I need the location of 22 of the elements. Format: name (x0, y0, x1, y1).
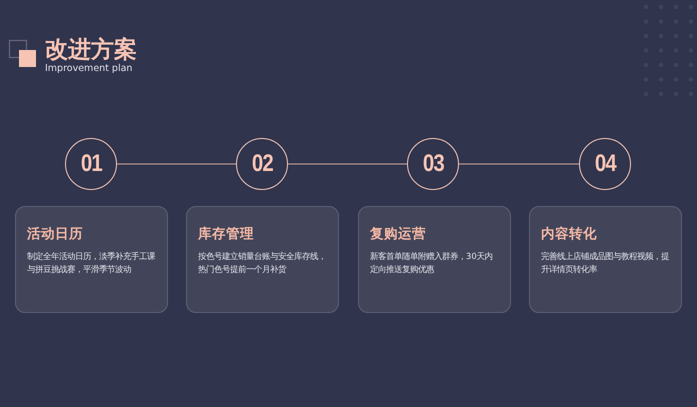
card-heading: 活动日历 (27, 225, 83, 243)
step-number: 02 (252, 150, 272, 178)
step-number: 01 (80, 150, 102, 178)
card-text: 新客首单随单附赠入群券，30天内定向推送复购优惠 (370, 250, 494, 276)
step-circle (236, 138, 288, 190)
step-card (15, 206, 168, 313)
step-number: 04 (594, 150, 616, 178)
step-card (186, 206, 339, 313)
step-number: 03 (422, 150, 444, 178)
card-heading: 内容转化 (541, 225, 597, 243)
card-text: 完善线上店铺成品图与教程视频，提升详情页转化率 (541, 250, 670, 276)
card-text: 制定全年活动日历，淡季补充手工课与拼豆挑战赛，平滑季节波动 (27, 250, 156, 276)
step-card (358, 206, 511, 313)
step-card (529, 206, 682, 313)
card-text: 按色号建立销量台账与安全库存线，热门色号提前一个月补货 (198, 250, 327, 276)
card-heading: 复购运营 (370, 225, 426, 243)
title: 改进方案 (45, 36, 137, 64)
subtitle: Improvement plan (45, 63, 132, 74)
step-circle (65, 138, 117, 190)
step-circle (407, 138, 459, 190)
card-heading: 库存管理 (198, 225, 254, 243)
step-circle (579, 138, 631, 190)
